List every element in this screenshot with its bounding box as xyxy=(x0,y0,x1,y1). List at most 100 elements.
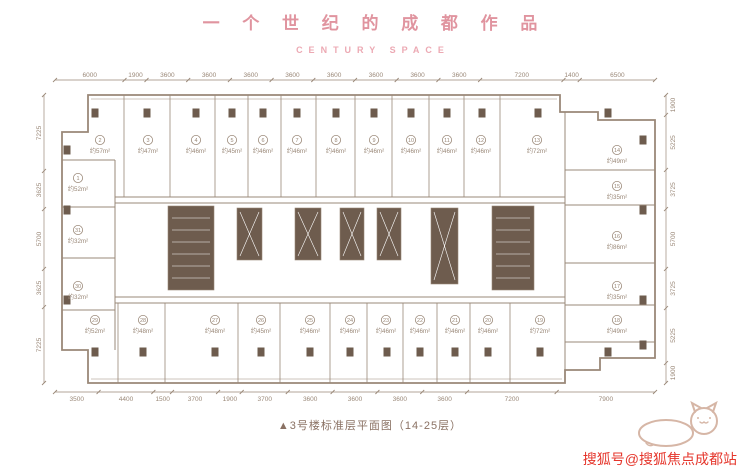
page-subtitle: CENTURY SPACE xyxy=(296,45,450,55)
unit-area: 约32m² xyxy=(68,237,88,245)
dimension-value: 6000 xyxy=(83,72,98,79)
dimension-value: 3600 xyxy=(202,72,217,79)
unit-label: 18 约49m² xyxy=(607,314,627,335)
unit-area: 约46m² xyxy=(300,327,320,335)
unit-area: 约52m² xyxy=(85,327,105,335)
unit-area: 约35m² xyxy=(607,293,627,301)
unit-number: 26 xyxy=(258,318,264,324)
dimension-value: 5225 xyxy=(670,328,677,343)
unit-number: 11 xyxy=(444,138,450,144)
unit-number: 18 xyxy=(614,318,620,324)
unit-label: 21 约46m² xyxy=(445,314,465,335)
cat-doodle-icon xyxy=(638,401,718,447)
unit-area: 约47m² xyxy=(138,147,158,155)
dimension-value: 3725 xyxy=(670,281,677,296)
unit-label: 12 约46m² xyxy=(471,134,491,155)
dimension-value: 7225 xyxy=(36,125,43,140)
dimension-value: 5700 xyxy=(670,231,677,246)
unit-number: 19 xyxy=(537,318,543,324)
dimension-value: 3600 xyxy=(303,396,318,403)
unit-area: 约46m² xyxy=(471,147,491,155)
dimension-value: 4400 xyxy=(119,396,134,403)
dimension-value: 6500 xyxy=(610,72,625,79)
unit-number: 1 xyxy=(76,176,79,182)
dimension-value: 3600 xyxy=(393,396,408,403)
unit-area: 约72m² xyxy=(530,327,550,335)
dimension-value: 3725 xyxy=(670,182,677,197)
dimension-value: 1500 xyxy=(155,396,170,403)
unit-area: 约72m² xyxy=(527,147,547,155)
plan-caption: ▲3号楼标准层平面图（14-25层） xyxy=(277,420,463,432)
unit-area: 约49m² xyxy=(607,327,627,335)
unit-label: 2 约57m² xyxy=(90,134,110,155)
dimension-value: 1900 xyxy=(223,396,238,403)
dimension-value: 5225 xyxy=(670,135,677,150)
unit-number: 24 xyxy=(347,318,353,324)
building-walls xyxy=(61,94,656,384)
unit-number: 22 xyxy=(417,318,423,324)
dimension-value: 1900 xyxy=(670,97,677,112)
unit-number: 3 xyxy=(146,138,149,144)
unit-number: 2 xyxy=(98,138,101,144)
unit-area: 约46m² xyxy=(410,327,430,335)
unit-number: 8 xyxy=(334,138,337,144)
unit-number: 23 xyxy=(383,318,389,324)
unit-number: 6 xyxy=(261,138,264,144)
dimension-value: 3625 xyxy=(36,280,43,295)
unit-label: 13 约72m² xyxy=(527,134,547,155)
unit-number: 27 xyxy=(212,318,218,324)
unit-label: 26 约45m² xyxy=(251,314,271,335)
unit-label: 19 约72m² xyxy=(530,314,550,335)
unit-area: 约46m² xyxy=(478,327,498,335)
unit-number: 31 xyxy=(75,228,81,234)
unit-area: 约46m² xyxy=(445,327,465,335)
dimension-value: 3700 xyxy=(258,396,273,403)
dimension-value: 3600 xyxy=(410,72,425,79)
watermark-text: 搜狐号@搜狐焦点成都站 xyxy=(582,451,737,467)
unit-number: 15 xyxy=(614,184,620,190)
dimension-value: 3625 xyxy=(36,182,43,197)
unit-area: 约45m² xyxy=(251,327,271,335)
unit-number: 12 xyxy=(478,138,484,144)
unit-number: 4 xyxy=(194,138,197,144)
unit-area: 约48m² xyxy=(133,327,153,335)
unit-number: 16 xyxy=(614,234,620,240)
unit-area: 约45m² xyxy=(222,147,242,155)
unit-number: 21 xyxy=(452,318,458,324)
unit-area: 约32m² xyxy=(68,293,88,301)
unit-area: 约46m² xyxy=(376,327,396,335)
structural-columns xyxy=(63,108,647,357)
unit-number: 14 xyxy=(614,148,620,154)
unit-area: 约57m² xyxy=(90,147,110,155)
dimension-value: 7200 xyxy=(515,72,530,79)
dimension-value: 7900 xyxy=(599,396,614,403)
dimension-value: 3600 xyxy=(369,72,384,79)
dimension-value: 1900 xyxy=(128,72,143,79)
unit-number: 25 xyxy=(307,318,313,324)
core-blocks xyxy=(167,205,535,291)
unit-area: 约46m² xyxy=(186,147,206,155)
unit-area: 约46m² xyxy=(253,147,273,155)
unit-area: 约52m² xyxy=(68,185,88,193)
unit-label: 6 约46m² xyxy=(253,134,273,155)
dimension-value: 3600 xyxy=(160,72,175,79)
unit-label: 23 约46m² xyxy=(376,314,396,335)
unit-number: 10 xyxy=(408,138,414,144)
unit-number: 13 xyxy=(534,138,540,144)
dimension-value: 1900 xyxy=(670,365,677,380)
